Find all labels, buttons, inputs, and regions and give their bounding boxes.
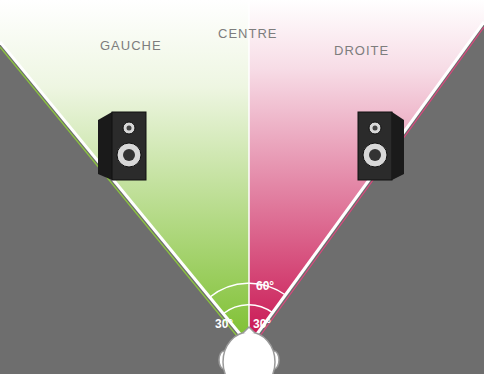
zone-label: GAUCHE — [100, 39, 162, 53]
listener-head — [219, 327, 279, 374]
zone-label: CENTRE — [218, 27, 277, 41]
zone-label: DROITE — [334, 44, 389, 58]
angle-label: 30° — [215, 318, 233, 331]
angle-label: 30° — [253, 318, 271, 331]
speaker-right — [358, 112, 404, 180]
speaker-left — [98, 112, 146, 180]
angle-label: 60° — [256, 280, 274, 293]
